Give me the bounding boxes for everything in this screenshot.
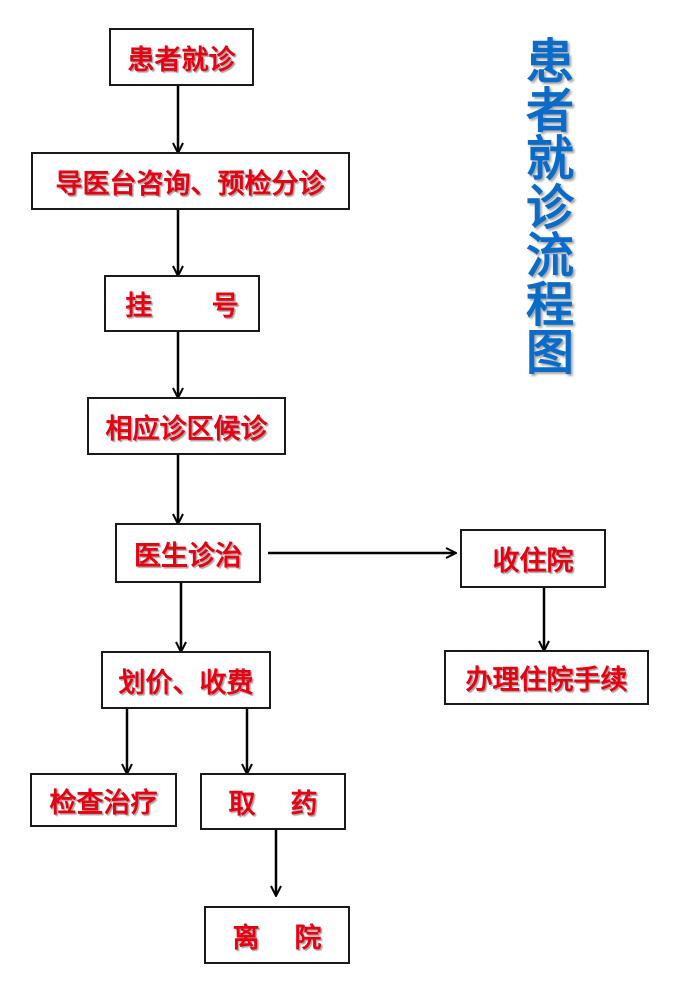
node-waiting-area: 相应诊区候诊 (87, 397, 286, 455)
node-examination-treatment: 检查治疗 (30, 773, 177, 827)
title-char: 就 (525, 131, 574, 187)
node-label: 患者就诊 (127, 44, 236, 76)
node-label: 挂号 (125, 291, 299, 322)
node-hospital-admission: 收住院 (460, 529, 606, 588)
node-pricing-payment: 划价、收费 (101, 651, 271, 709)
node-label: 医生诊治 (134, 540, 242, 572)
node-label: 离院 (232, 922, 357, 954)
node-doctor-treatment: 医生诊治 (115, 523, 261, 583)
node-patient-visit: 患者就诊 (109, 28, 254, 86)
title-char: 患 (525, 34, 574, 90)
title-char: 者 (525, 82, 574, 139)
node-get-medicine: 取药 (200, 773, 346, 830)
title-char: 流 (525, 228, 574, 284)
node-admission-procedure: 办理住院手续 (444, 650, 649, 705)
title-char: 诊 (525, 179, 574, 236)
node-label: 检查治疗 (49, 787, 158, 819)
title-char: 程 (525, 276, 574, 333)
node-label: 收住院 (492, 546, 574, 577)
node-label: 导医台咨询、预检分诊 (55, 168, 326, 200)
node-leave-hospital: 离院 (204, 906, 350, 964)
node-guide-desk: 导医台咨询、预检分诊 (31, 152, 350, 210)
diagram-title: 患者就诊流程图 (520, 38, 580, 378)
node-label: 划价、收费 (118, 667, 254, 699)
node-registration: 挂号 (104, 275, 260, 332)
node-label: 取药 (228, 789, 353, 820)
title-char: 图 (525, 325, 574, 381)
node-label: 办理住院手续 (465, 665, 628, 696)
node-label: 相应诊区候诊 (105, 413, 268, 445)
